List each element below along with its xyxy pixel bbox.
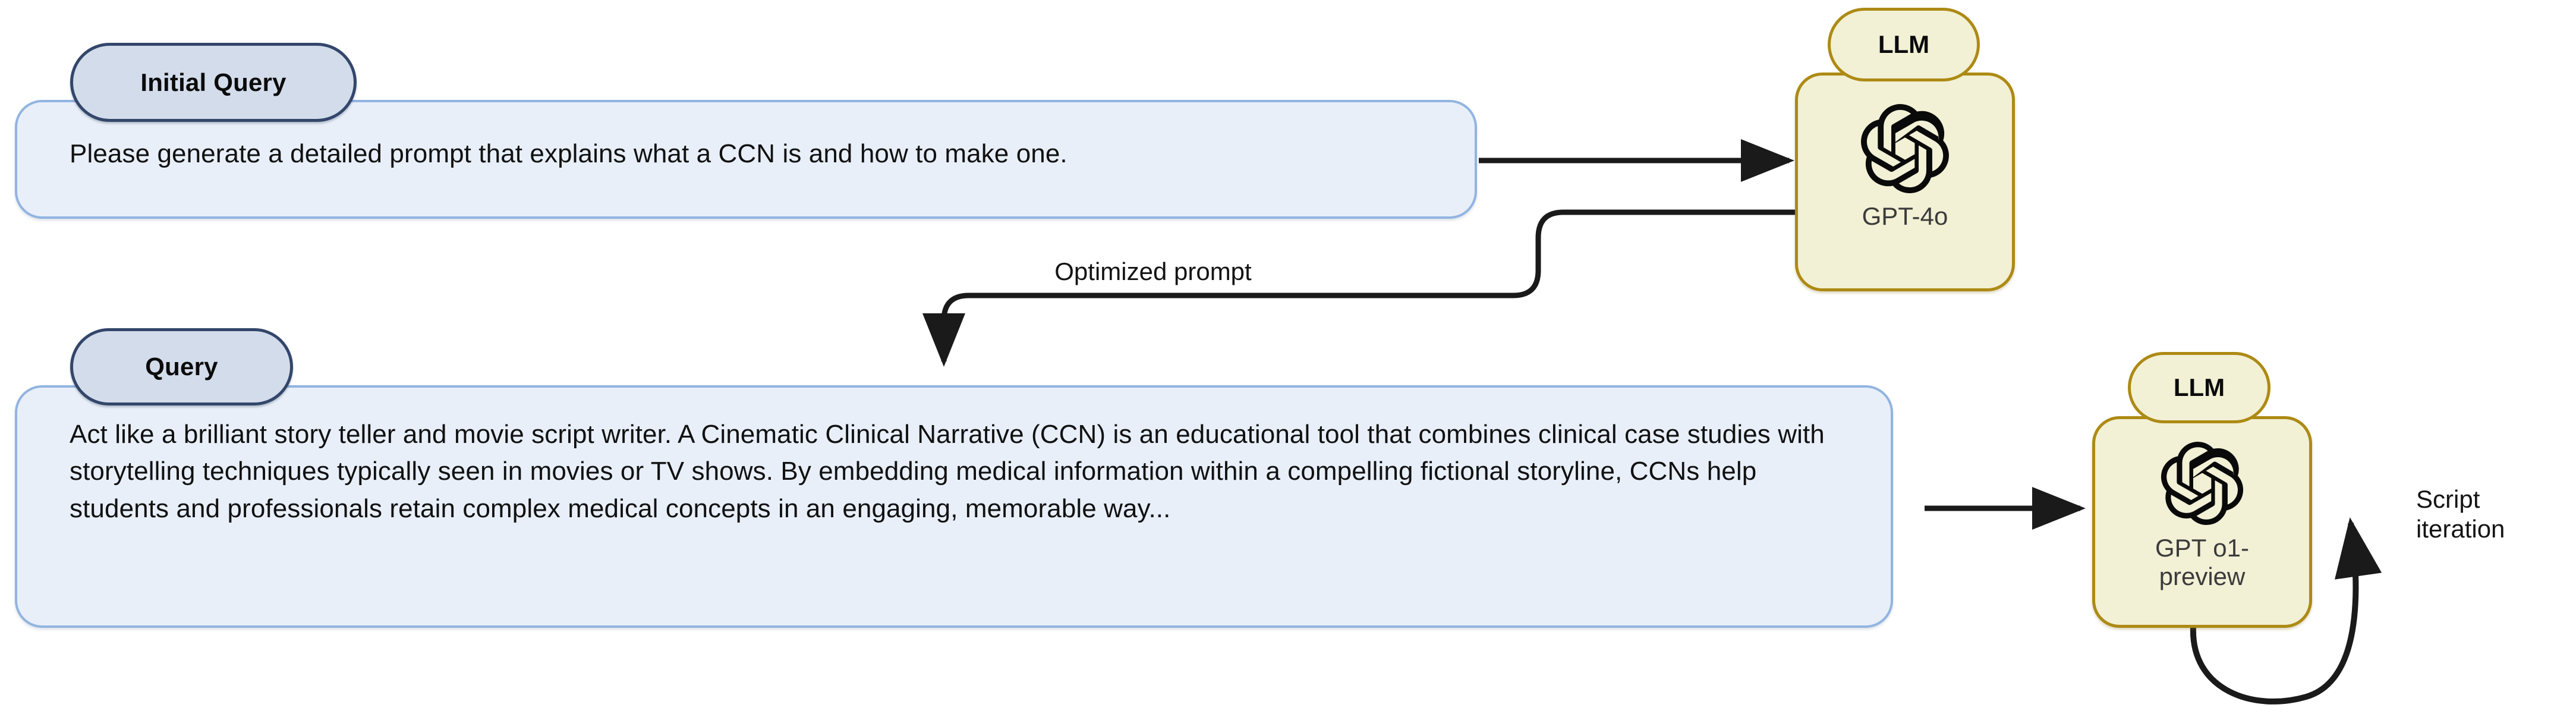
edge-label-script-iteration: Script iteration [2416,485,2505,543]
arrow-gpt4o-to-query [922,209,1795,367]
llm-badge-gpt-o1-preview: LLM [2128,352,2270,423]
llm-card-gpt-o1-preview[interactable]: GPT o1-preview [2092,416,2312,628]
initial-query-text: Please generate a detailed prompt that e… [70,139,1067,168]
llm-name-gpt4o: GPT-4o [1862,202,1948,230]
llm-badge-gpt4o: LLM [1828,8,1980,81]
openai-logo-icon [2161,442,2244,528]
edge-label-optimized-prompt: Optimized prompt [1054,257,1252,285]
query-badge[interactable]: Query [70,328,293,405]
openai-logo-icon [1860,104,1950,196]
llm-name-gpt-o1-preview: GPT o1-preview [2155,534,2249,591]
query-text: Act like a brilliant story teller and mo… [70,420,1832,523]
llm-card-gpt4o[interactable]: GPT-4o [1795,73,2015,291]
initial-query-badge[interactable]: Initial Query [70,43,357,122]
query-box[interactable] [15,385,1893,628]
